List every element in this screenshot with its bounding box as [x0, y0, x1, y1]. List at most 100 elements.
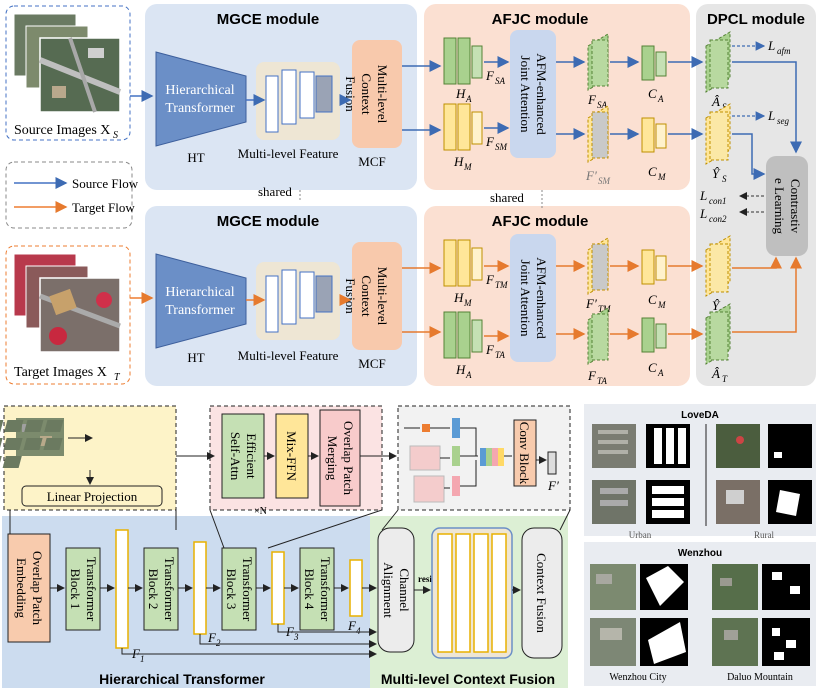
- patch-grid: [0, 420, 64, 468]
- as-block: [705, 31, 731, 93]
- fsm-out-label: F′: [585, 168, 597, 183]
- ht-label-bottom-2: Transformer: [165, 303, 235, 318]
- f3-skip: [277, 624, 377, 636]
- ht-caption-top: HT: [187, 150, 204, 165]
- svg-text:Block 4: Block 4: [302, 569, 317, 610]
- fsa-out-label: F: [587, 92, 597, 107]
- source-images-label: Source Images X: [14, 123, 110, 138]
- linear-projection-box: [21, 485, 163, 507]
- f3-sub: 3: [293, 632, 299, 642]
- lcon1-label: L: [699, 188, 707, 203]
- ha-block-bottom: [443, 311, 483, 359]
- f1-feature: [115, 529, 129, 649]
- hm-sub-bottom: M: [463, 298, 472, 308]
- svg-text:Multi-level: Multi-level: [375, 65, 390, 124]
- svg-text:Block 2: Block 2: [146, 569, 161, 610]
- multi-level-feature-label-bottom: Multi-level Feature: [238, 348, 339, 363]
- svg-text:Efficient: Efficient: [244, 433, 259, 479]
- at-sub: T: [722, 374, 728, 384]
- lafm-label: L: [767, 38, 775, 53]
- flow-ys-to-contrastive: [732, 133, 766, 180]
- wenzhou-title: Wenzhou: [678, 548, 722, 559]
- flow-yt-to-contrastive: [732, 256, 782, 269]
- fsm-out-block: [587, 105, 609, 163]
- channel-alignment-label: Channel Alignment: [381, 562, 412, 618]
- svg-text:Multi-level: Multi-level: [375, 267, 390, 326]
- afjc-module-bottom-bg: [424, 206, 690, 386]
- svg-text:Fusion: Fusion: [343, 278, 358, 314]
- contrastive-label: Contrastiv e Learning: [772, 178, 803, 234]
- svg-text:Overlap Patch: Overlap Patch: [30, 551, 45, 626]
- svg-text:Transformer: Transformer: [240, 557, 255, 622]
- ca-block-bottom: [641, 317, 667, 353]
- contrastive-box: [766, 156, 808, 256]
- svg-text:Mix-FFN: Mix-FFN: [284, 431, 299, 481]
- f3-feature: [271, 551, 285, 625]
- svg-text:Merging: Merging: [325, 436, 340, 481]
- afm-box-bottom: [510, 234, 556, 362]
- cm-label-top: C: [648, 164, 657, 179]
- hm-block-top: [443, 103, 483, 151]
- svg-text:Context: Context: [359, 73, 374, 115]
- flow-at-to-contrastive: [732, 256, 802, 333]
- afjc-module-top-bg: [424, 4, 690, 190]
- f1-skip: [121, 648, 377, 658]
- ht-label-top-2: Transformer: [165, 101, 235, 116]
- ca-sub-bottom: A: [657, 368, 664, 378]
- transformer-block-1: Transformer Block 1: [65, 547, 101, 631]
- f1-sub: 1: [140, 654, 145, 664]
- afm-box-top: [510, 30, 556, 158]
- svg-text:e Learning: e Learning: [772, 178, 787, 234]
- ht-trapezoid-bottom: [155, 253, 247, 349]
- svg-text:Self-Attn: Self-Attn: [228, 432, 243, 481]
- svg-text:Block 1: Block 1: [68, 569, 83, 610]
- svg-text:AFM-enhanced: AFM-enhanced: [534, 257, 549, 339]
- daluo-mountain-label: Daluo Mountain: [727, 672, 793, 683]
- cm-block-top: [641, 117, 667, 153]
- wenzhou-images: [590, 564, 810, 666]
- f-prime-block: [547, 451, 557, 475]
- hm-label-bottom: H: [453, 290, 464, 305]
- f-prime-label: F′: [547, 478, 559, 493]
- conv-block-box: [513, 419, 537, 487]
- mcf-box-top: [352, 40, 402, 148]
- overlap-patch-embedding-box: [7, 533, 51, 643]
- f2-skip: [199, 634, 377, 648]
- fsa-out-block: [587, 33, 609, 91]
- ha-label-top: H: [455, 86, 466, 101]
- mgce-title-top: MGCE module: [217, 11, 320, 28]
- mgce-title-bottom: MGCE module: [217, 213, 320, 230]
- detail-connector-5: [381, 509, 399, 531]
- resized-feature-2: [455, 533, 471, 653]
- svg-text:Alignment: Alignment: [381, 562, 396, 618]
- afm-label-top: AFM-enhanced Joint Attention: [518, 53, 549, 135]
- f2-feature: [193, 541, 207, 635]
- lseg-label: L: [767, 108, 775, 123]
- ftm-out-sub: TM: [598, 304, 611, 314]
- svg-text:Fusion: Fusion: [343, 76, 358, 112]
- yt-block: [705, 235, 731, 297]
- transformer-block-4: Transformer Block 4: [299, 547, 335, 631]
- hm-block-bottom: [443, 239, 483, 287]
- ha-label-bottom: H: [455, 362, 466, 377]
- svg-text:Contrastiv: Contrastiv: [788, 179, 803, 234]
- at-block: [705, 303, 731, 365]
- detail-connector-3: [209, 509, 225, 549]
- ha-sub-bottom: A: [465, 370, 472, 380]
- ht-trapezoid-top: [155, 51, 247, 147]
- detail-connector-4: [267, 509, 383, 549]
- lcon2-label: L: [699, 206, 707, 221]
- multi-level-feature-top: [246, 62, 340, 140]
- loveda-rural-label: Rural: [754, 530, 774, 540]
- mcf-box-bottom: [352, 242, 402, 350]
- f4-sub: 4: [356, 626, 361, 636]
- f2-sub: 2: [216, 638, 221, 648]
- legend-frame: [5, 161, 133, 229]
- fta-out-sub: TA: [597, 376, 607, 386]
- hierarchical-transformer-label: Hierarchical Transformer: [99, 671, 265, 687]
- afjc-title-top: AFJC module: [492, 11, 589, 28]
- f4-feature: [349, 559, 363, 617]
- efficient-self-attn-box: [221, 413, 265, 499]
